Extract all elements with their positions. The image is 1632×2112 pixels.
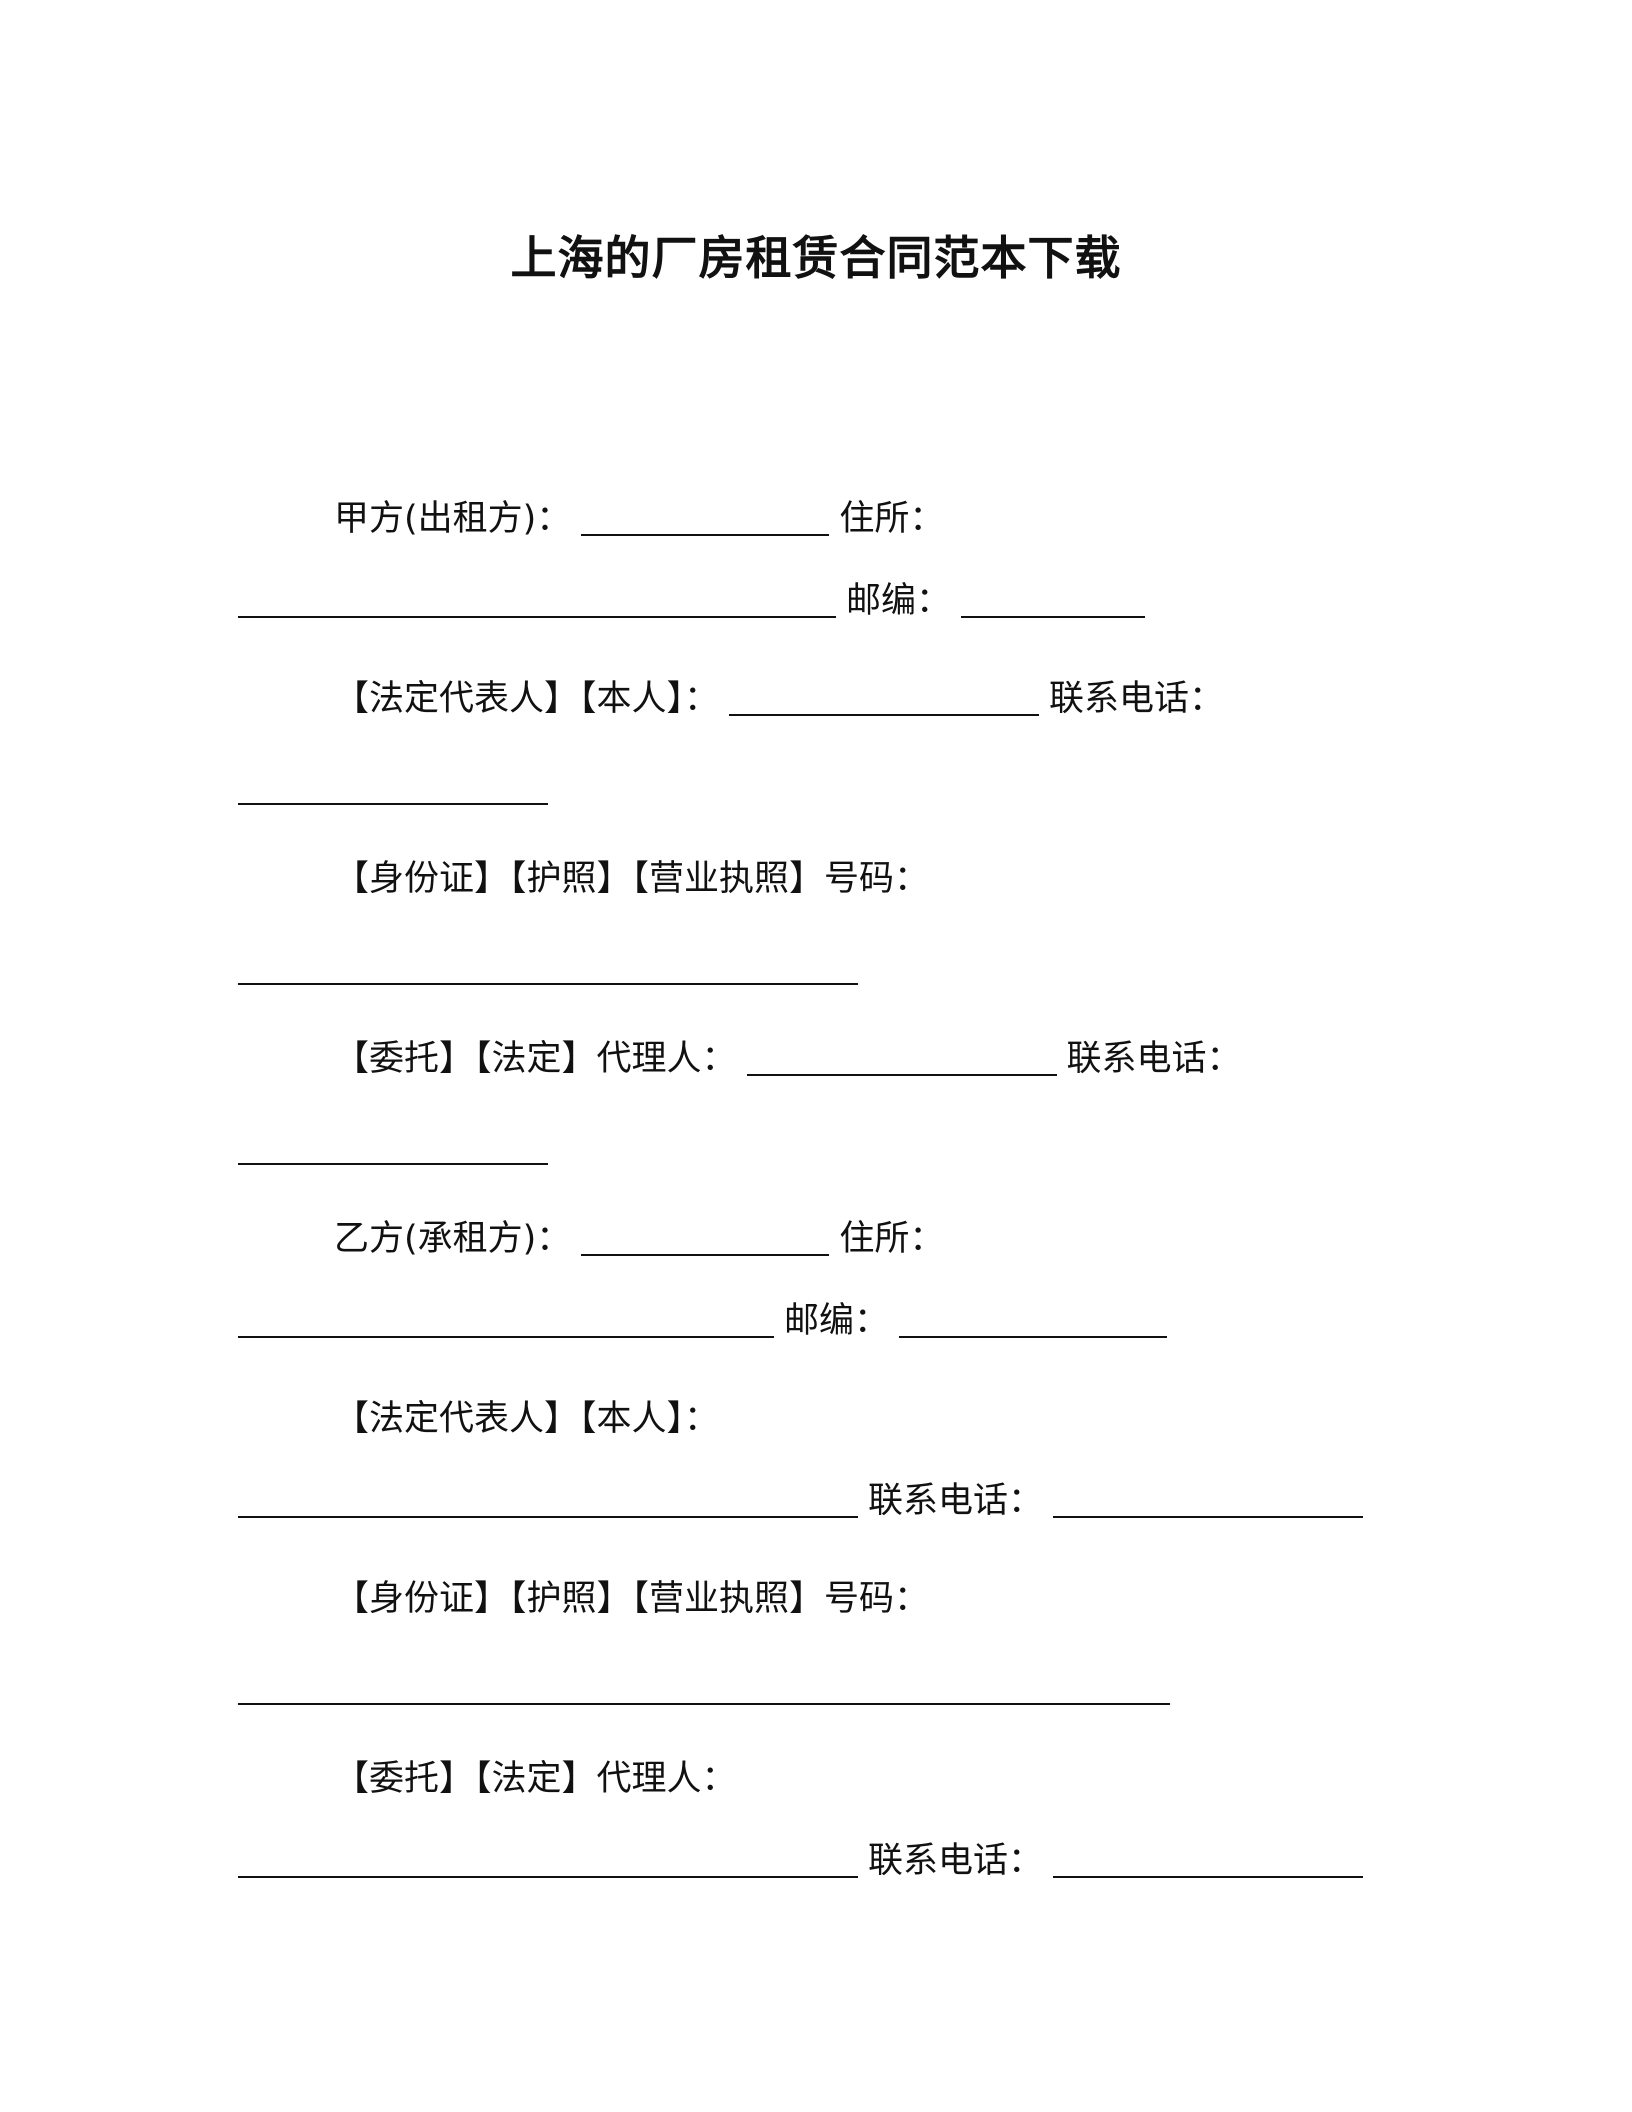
- party-b-phone-field[interactable]: [1053, 1486, 1364, 1518]
- party-a-name-line: 甲方(出租方)： 住所：: [334, 497, 944, 541]
- party-b-id-label: 【身份证】【护照】【营业执照】号码：: [334, 1579, 930, 1619]
- party-a-id-number-line: [238, 947, 858, 985]
- party-b-id-number-line: [238, 1667, 1170, 1705]
- party-a-agent-field[interactable]: [746, 1044, 1057, 1076]
- party-b-rep-label: 【法定代表人】【本人】：: [334, 1399, 720, 1439]
- party-b-id-line: 【身份证】【护照】【营业执照】号码：: [334, 1577, 929, 1621]
- party-a-agent-phone-label: 联系电话：: [1066, 1039, 1242, 1079]
- party-a-phone-line: [238, 767, 548, 805]
- party-a-phone-label: 联系电话：: [1049, 679, 1225, 719]
- party-b-agent-name-line: 联系电话：: [238, 1839, 1364, 1883]
- party-b-postcode-field[interactable]: [899, 1306, 1168, 1338]
- party-b-rep-name-line: 联系电话：: [238, 1479, 1364, 1523]
- party-a-phone-field[interactable]: [238, 773, 548, 805]
- party-a-id-number-field[interactable]: [238, 953, 858, 985]
- party-b-postcode-label: 邮编：: [784, 1301, 890, 1341]
- party-a-agent-phone-field[interactable]: [238, 1133, 548, 1165]
- document-title: 上海的厂房租赁合同范本下载: [510, 231, 1122, 285]
- party-a-rep-line: 【法定代表人】【本人】： 联系电话：: [334, 677, 1224, 721]
- party-a-name-field[interactable]: [581, 504, 830, 536]
- party-a-postcode-label: 邮编：: [846, 581, 952, 621]
- party-a-name-label: 甲方(出租方)：: [334, 499, 572, 539]
- party-b-phone-label: 联系电话：: [868, 1481, 1044, 1521]
- party-a-agent-label: 【委托】【法定】代理人：: [334, 1039, 737, 1079]
- party-a-rep-field[interactable]: [729, 684, 1040, 716]
- party-a-agent-line: 【委托】【法定】代理人： 联系电话：: [334, 1037, 1242, 1081]
- party-b-agent-phone-field[interactable]: [1053, 1846, 1364, 1878]
- party-b-agent-line: 【委托】【法定】代理人：: [334, 1757, 737, 1801]
- party-b-agent-field[interactable]: [238, 1846, 858, 1878]
- party-b-address-line: 邮编：: [238, 1299, 1168, 1343]
- party-b-rep-field[interactable]: [238, 1486, 858, 1518]
- party-b-name-field[interactable]: [581, 1224, 830, 1256]
- party-a-address-line: 邮编：: [238, 579, 1146, 623]
- party-a-address-label: 住所：: [839, 499, 945, 539]
- party-b-name-line: 乙方(承租方)： 住所：: [334, 1217, 944, 1261]
- party-a-address-field[interactable]: [238, 586, 836, 618]
- party-b-address-label: 住所：: [839, 1219, 945, 1259]
- party-a-postcode-field[interactable]: [961, 586, 1146, 618]
- party-a-id-label: 【身份证】【护照】【营业执照】号码：: [334, 859, 930, 899]
- party-b-name-label: 乙方(承租方)：: [334, 1219, 572, 1259]
- party-b-agent-label: 【委托】【法定】代理人：: [334, 1759, 737, 1799]
- party-b-address-field[interactable]: [238, 1306, 774, 1338]
- party-b-agent-phone-label: 联系电话：: [868, 1841, 1044, 1881]
- party-a-agent-phone-line: [238, 1127, 548, 1165]
- party-a-id-line: 【身份证】【护照】【营业执照】号码：: [334, 857, 929, 901]
- party-a-rep-label: 【法定代表人】【本人】：: [334, 679, 720, 719]
- party-b-id-number-field[interactable]: [238, 1673, 1170, 1705]
- party-b-rep-line: 【法定代表人】【本人】：: [334, 1397, 719, 1441]
